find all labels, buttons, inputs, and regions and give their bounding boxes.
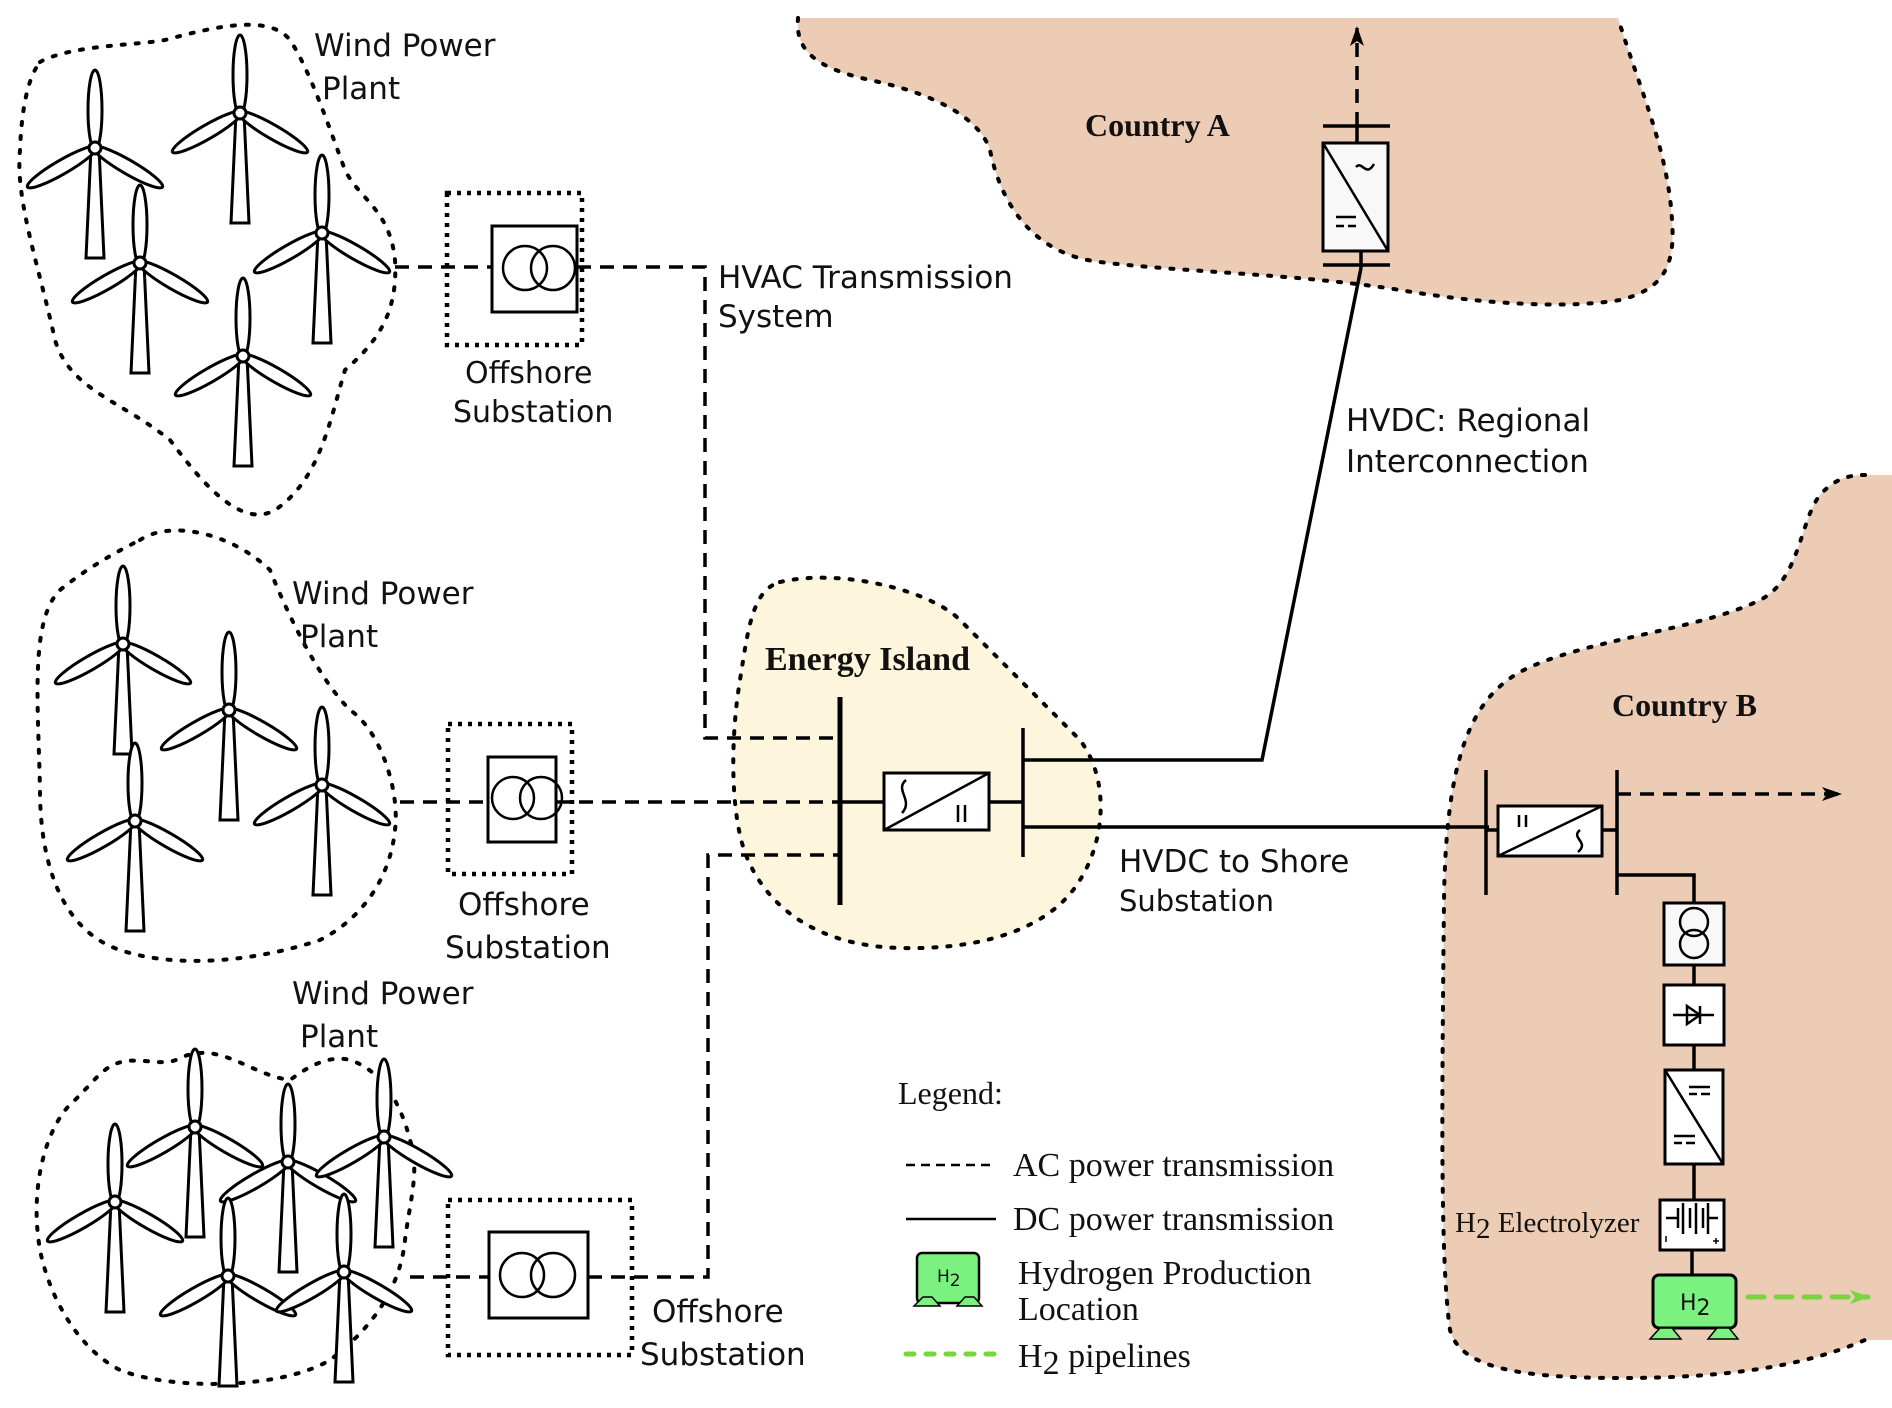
- electrolyzer-label-h: H: [1455, 1207, 1476, 1239]
- svg-text:H2: H2: [1680, 1291, 1711, 1321]
- h2-box-h: H: [1680, 1291, 1697, 1316]
- substation-2-label-line1: Offshore: [458, 887, 590, 923]
- hydrogen-production-chain: H2: [1648, 901, 1871, 1340]
- h2-box-sub: 2: [1697, 1296, 1711, 1321]
- rectifier-diode-icon: [1662, 983, 1726, 1047]
- legend-title: Legend:: [898, 1075, 1003, 1111]
- wind-turbine-icon: [50, 564, 196, 756]
- legend-dc-label: DC power transmission: [1013, 1201, 1334, 1238]
- wind-plant-3-label-line2: Plant: [300, 1019, 378, 1055]
- country-a-converter-station: [1321, 26, 1390, 268]
- svg-text:H2: H2: [937, 1267, 961, 1291]
- electrolyzer-label-rest: Electrolyzer: [1490, 1207, 1639, 1239]
- substation-3-label-line2: Substation: [640, 1337, 806, 1373]
- wind-plant-2-label-line2: Plant: [300, 619, 378, 655]
- wind-turbine-icon: [122, 1047, 268, 1239]
- country-a-label: Country A: [1085, 107, 1230, 143]
- hvac-label-line2: System: [718, 299, 834, 335]
- legend-h2-pipeline-label: H2 pipelines: [1018, 1338, 1191, 1382]
- wind-turbine-icon: [170, 276, 316, 468]
- hvdc-shore-label-line1: HVDC to Shore: [1119, 844, 1349, 880]
- offshore-substation-2: [445, 721, 575, 877]
- legend-h2-production-icon: H2: [912, 1251, 984, 1307]
- wind-plant-1-label-line1: Wind Power: [314, 28, 496, 64]
- energy-island-region: [731, 575, 1103, 951]
- wind-turbine-icon: [156, 630, 302, 822]
- wind-turbine-icon: [249, 153, 395, 345]
- wind-plant-3-label-line1: Wind Power: [292, 976, 474, 1012]
- hvdc-regional-label-line2: Interconnection: [1346, 444, 1589, 480]
- hvdc-shore-label-line2: Substation: [1119, 884, 1274, 918]
- transformer-icon: [490, 775, 536, 821]
- legend-h2-production-label-line2: Location: [1018, 1291, 1139, 1328]
- wind-power-plant-3: [34, 1047, 457, 1388]
- legend-h2-pipeline-rest: pipelines: [1060, 1338, 1191, 1375]
- wind-turbine-icon: [155, 1196, 301, 1388]
- hvdc-regional-label-line1: HVDC: Regional: [1346, 403, 1590, 439]
- offshore-substation-1: [444, 190, 585, 348]
- substation-3-label-line1: Offshore: [652, 1294, 784, 1330]
- legend-h2-production-label-line1: Hydrogen Production: [1018, 1255, 1312, 1292]
- energy-island-equipment: [837, 697, 1025, 905]
- hvac-label-line1: HVAC Transmission: [718, 260, 1013, 296]
- dc-transmission-lines: [1023, 267, 1489, 829]
- country-b-converter-station: [1484, 770, 1842, 905]
- dc-dc-converter-icon: [1663, 1068, 1725, 1166]
- legend-h2-icon-sub: 2: [950, 1271, 961, 1291]
- wind-turbine-icon: [167, 33, 313, 225]
- legend-ac-label: AC power transmission: [1013, 1147, 1334, 1184]
- wind-plant-2-label-line1: Wind Power: [292, 576, 474, 612]
- transformer-icon: [1662, 901, 1726, 967]
- wind-turbine-icon: [62, 741, 208, 933]
- electrolyzer-label-sub: 2: [1476, 1213, 1491, 1245]
- legend: Legend: AC power transmission DC power t…: [898, 1075, 1334, 1382]
- substation-2-label-line2: Substation: [445, 930, 611, 966]
- transformer-icon: [501, 244, 549, 292]
- ac-dc-converter-icon: [882, 771, 991, 832]
- substation-1-label-line2: Substation: [453, 395, 613, 430]
- electrolyzer-label: H2 Electrolyzer: [1455, 1207, 1640, 1245]
- legend-h2-pipeline-h: H: [1018, 1338, 1043, 1375]
- country-b-label: Country B: [1612, 687, 1757, 723]
- h2-production-icon: H2: [1648, 1273, 1740, 1340]
- legend-h2-icon-h: H: [937, 1267, 950, 1287]
- electrolyzer-icon: [1658, 1198, 1726, 1252]
- wind-plant-1-label-line2: Plant: [322, 71, 400, 107]
- wind-power-plant-2: [35, 528, 398, 963]
- energy-island-label: Energy Island: [765, 641, 970, 678]
- substation-1-label-line1: Offshore: [465, 356, 592, 391]
- offshore-substation-3: [445, 1197, 635, 1358]
- legend-h2-pipeline-sub: 2: [1043, 1345, 1060, 1382]
- country-a-region: [795, 16, 1675, 307]
- wind-turbine-icon: [311, 1057, 457, 1249]
- ac-transmission-lines: [395, 265, 840, 1279]
- transformer-icon: [498, 1251, 546, 1299]
